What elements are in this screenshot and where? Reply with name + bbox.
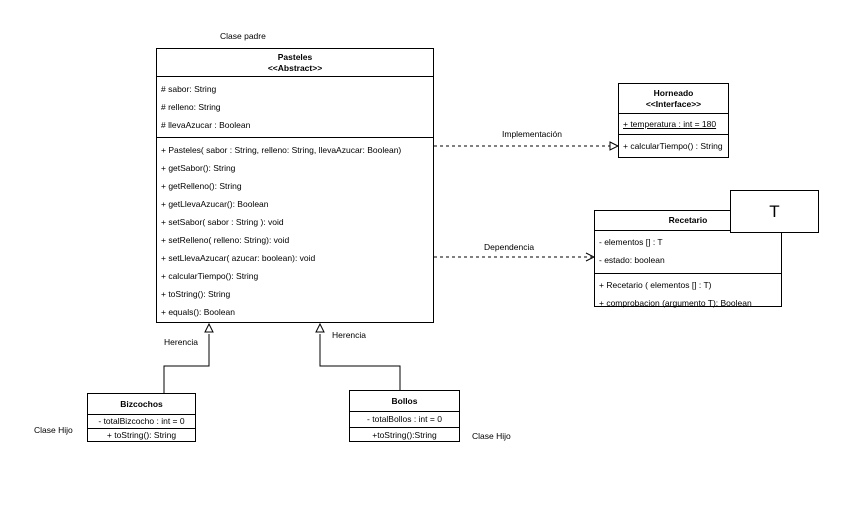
bizcochos-method: + toString(): String	[106, 430, 177, 440]
implementacion-label: Implementación	[502, 129, 563, 139]
pasteles-stereotype: <<Abstract>>	[267, 63, 323, 73]
bizcochos-attribute: - totalBizcocho : int = 0	[98, 416, 185, 426]
herencia-left-line	[163, 334, 210, 393]
clase-hijo-right-note: Clase Hijo	[472, 431, 511, 441]
type-parameter-label: T	[769, 201, 780, 221]
clase-padre-note: Clase padre	[220, 31, 266, 41]
clase-hijo-left-note: Clase Hijo	[34, 425, 73, 435]
recetario-type-parameter: T	[730, 190, 819, 233]
horneado-interface[interactable]: Horneado <<Interface>> + temperatura : i…	[618, 83, 729, 158]
pasteles-attributes: # sabor: String # relleno: String # llev…	[157, 77, 433, 138]
pasteles-method: + getLlevaAzucar(): Boolean	[161, 199, 269, 209]
bollos-header: Bollos	[350, 391, 459, 412]
herencia-left-arrowhead	[204, 322, 214, 333]
pasteles-method: + getRelleno(): String	[161, 181, 242, 191]
pasteles-attribute: # sabor: String	[161, 84, 217, 94]
recetario-method: + comprobacion (argumento T): Boolean	[599, 298, 752, 308]
pasteles-header: Pasteles <<Abstract>>	[157, 49, 433, 77]
bollos-name: Bollos	[391, 396, 418, 406]
bollos-attribute: - totalBollos : int = 0	[367, 414, 442, 424]
horneado-stereotype: <<Interface>>	[645, 99, 702, 109]
bollos-class[interactable]: Bollos - totalBollos : int = 0 +toString…	[349, 390, 460, 442]
recetario-attribute: - estado: boolean	[599, 255, 665, 265]
horneado-attributes: + temperatura : int = 180	[619, 114, 728, 135]
recetario-method: + Recetario ( elementos [] : T)	[599, 280, 712, 290]
herencia-right-line	[319, 334, 401, 390]
herencia-left-label: Herencia	[164, 337, 199, 347]
horneado-method: + calcularTiempo() : String	[623, 141, 723, 151]
bollos-methods: +toString():String	[350, 428, 459, 443]
pasteles-attribute: # llevaAzucar : Boolean	[161, 120, 251, 130]
pasteles-method: + getSabor(): String	[161, 163, 236, 173]
herencia-right-label: Herencia	[332, 330, 367, 340]
pasteles-method: + setRelleno( relleno: String): void	[161, 235, 290, 245]
pasteles-methods: + Pasteles( sabor : String, relleno: Str…	[157, 138, 433, 324]
horneado-name: Horneado	[653, 88, 694, 98]
bollos-attributes: - totalBollos : int = 0	[350, 412, 459, 428]
bizcochos-attributes: - totalBizcocho : int = 0	[88, 415, 195, 429]
recetario-methods: + Recetario ( elementos [] : T) + compro…	[595, 274, 781, 314]
horneado-attribute: + temperatura : int = 180	[623, 119, 717, 129]
pasteles-method: + setSabor( sabor : String ): void	[161, 217, 284, 227]
pasteles-method: + calcularTiempo(): String	[161, 271, 259, 281]
horneado-methods: + calcularTiempo() : String	[619, 135, 728, 157]
pasteles-name: Pasteles	[277, 52, 313, 62]
dependencia-label: Dependencia	[484, 242, 535, 252]
bizcochos-methods: + toString(): String	[88, 429, 195, 442]
recetario-name: Recetario	[668, 215, 708, 225]
recetario-attribute: - elementos [] : T	[599, 237, 663, 247]
implementacion-arrowhead	[609, 141, 620, 151]
pasteles-method: + toString(): String	[161, 289, 231, 299]
horneado-header: Horneado <<Interface>>	[619, 84, 728, 114]
pasteles-method: + setLlevaAzucar( azucar: boolean): void	[161, 253, 316, 263]
bizcochos-header: Bizcochos	[88, 394, 195, 415]
pasteles-method: + Pasteles( sabor : String, relleno: Str…	[161, 145, 402, 155]
bollos-method: +toString():String	[372, 430, 437, 440]
pasteles-attribute: # relleno: String	[161, 102, 221, 112]
herencia-right-arrowhead	[315, 322, 325, 333]
recetario-attributes: - elementos [] : T - estado: boolean	[595, 231, 781, 274]
pasteles-method: + equals(): Boolean	[161, 307, 235, 317]
recetario-header: Recetario	[595, 211, 781, 231]
pasteles-class[interactable]: Pasteles <<Abstract>> # sabor: String # …	[156, 48, 434, 323]
bizcochos-name: Bizcochos	[120, 399, 163, 409]
bizcochos-class[interactable]: Bizcochos - totalBizcocho : int = 0 + to…	[87, 393, 196, 442]
